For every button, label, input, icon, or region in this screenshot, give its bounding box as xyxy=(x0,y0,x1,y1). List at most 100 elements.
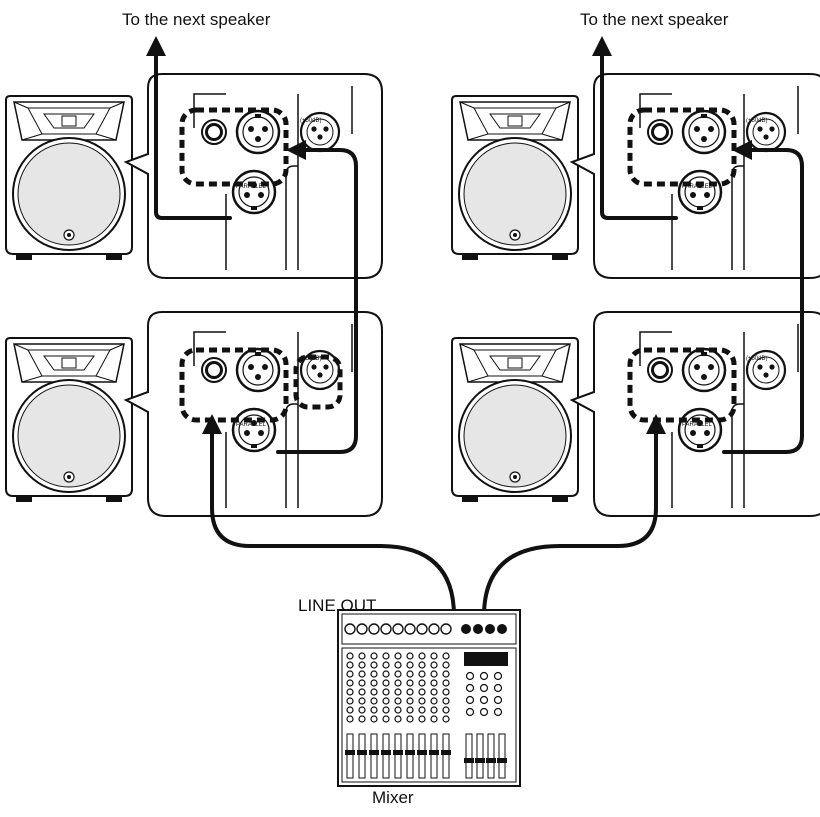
mixer-master-fader-cap xyxy=(475,758,485,763)
mixer-input-jack xyxy=(356,623,368,635)
mixer-fader-cap xyxy=(441,750,451,755)
mixer-knob xyxy=(406,652,414,660)
mixer-knob xyxy=(394,715,402,723)
cable-parallel-to-input-left xyxy=(276,140,358,454)
mixer-knob xyxy=(382,688,390,696)
mixer-knob xyxy=(346,661,354,669)
mixer xyxy=(337,609,521,787)
mixer-knob xyxy=(418,652,426,660)
mixer-fader-track xyxy=(358,733,366,779)
mixer-fader-cap xyxy=(393,750,403,755)
mixer-knob xyxy=(382,661,390,669)
speaker-top-left xyxy=(5,95,133,261)
mixer-master-fader-track xyxy=(465,733,473,779)
mic-highlight-bottom-left xyxy=(293,354,343,410)
mixer-knob xyxy=(430,670,438,678)
cable-mixer-to-right xyxy=(482,414,666,618)
mixer-knob xyxy=(430,697,438,705)
mixer-knob xyxy=(430,652,438,660)
mixer-knob xyxy=(346,670,354,678)
mixer-knob xyxy=(358,688,366,696)
input-highlight-bottom-right xyxy=(627,347,737,423)
mixer-master-knob xyxy=(479,707,489,717)
mixer-knob xyxy=(418,706,426,714)
mixer-knob xyxy=(430,706,438,714)
mixer-knob xyxy=(358,679,366,687)
mixer-knob xyxy=(442,697,450,705)
level-label: (+50dB) xyxy=(746,356,768,362)
mixer-knob xyxy=(406,661,414,669)
mixer-knob xyxy=(406,679,414,687)
mixer-master-fader-track xyxy=(476,733,484,779)
mixer-input-jack xyxy=(416,623,428,635)
mixer-knob xyxy=(382,652,390,660)
mixer-master-fader-track xyxy=(487,733,495,779)
mixer-knob xyxy=(430,688,438,696)
mixer-knob xyxy=(442,715,450,723)
cable-mixer-to-left xyxy=(202,414,456,618)
mixer-knob xyxy=(382,670,390,678)
mixer-knob xyxy=(358,652,366,660)
mixer-knob xyxy=(370,706,378,714)
level-label: (+50dB) xyxy=(746,118,768,124)
mixer-master-knob xyxy=(465,707,475,717)
level-label: (+50dB) xyxy=(300,118,322,124)
rear-panel-bottom-left xyxy=(124,310,384,518)
mixer-fader-track xyxy=(382,733,390,779)
mixer-input-jack xyxy=(404,623,416,635)
mixer-fader-cap xyxy=(429,750,439,755)
mixer-knob xyxy=(406,670,414,678)
mixer-master-fader-cap xyxy=(464,758,474,763)
input-highlight-bottom-left xyxy=(179,347,289,423)
mixer-knob xyxy=(394,652,402,660)
mixer-knob xyxy=(358,670,366,678)
mixer-output-jack xyxy=(461,624,471,634)
line-out-label: LINE OUT xyxy=(298,596,377,615)
mixer-output-jack xyxy=(473,624,483,634)
mixer-fader-track xyxy=(442,733,450,779)
mixer-knob xyxy=(418,661,426,669)
mixer-input-jack xyxy=(344,623,356,635)
mixer-fader-track xyxy=(394,733,402,779)
mixer-input-jack xyxy=(428,623,440,635)
mixer-knob xyxy=(346,697,354,705)
mixer-knob xyxy=(418,688,426,696)
mixer-knob xyxy=(406,706,414,714)
mixer-fader-track xyxy=(406,733,414,779)
mixer-knob xyxy=(346,679,354,687)
rear-panel-bottom-right xyxy=(570,310,820,518)
mixer-fader-cap xyxy=(405,750,415,755)
mixer-knob xyxy=(346,652,354,660)
mixer-knob xyxy=(382,697,390,705)
mixer-fader-cap xyxy=(417,750,427,755)
cable-to-next-speaker-left xyxy=(146,36,232,220)
mixer-knob xyxy=(430,715,438,723)
mixer-input-jack xyxy=(368,623,380,635)
mixer-master-knob xyxy=(465,683,475,693)
mixer-master-knob xyxy=(493,695,503,705)
mixer-master-knob xyxy=(479,695,489,705)
mixer-knob xyxy=(358,697,366,705)
cable-parallel-to-input-right xyxy=(722,140,804,454)
next-speaker-label-left: To the next speaker xyxy=(122,10,271,29)
mixer-output-jack xyxy=(497,624,507,634)
mixer-knob xyxy=(418,715,426,723)
rear-panel-top-right xyxy=(570,72,820,280)
mixer-knob xyxy=(394,706,402,714)
mixer-knob xyxy=(370,715,378,723)
mixer-knob xyxy=(370,661,378,669)
mixer-controls xyxy=(344,623,508,779)
mixer-label: Mixer xyxy=(372,788,414,807)
mixer-knob xyxy=(346,706,354,714)
mixer-master-fader-cap xyxy=(486,758,496,763)
cable-to-next-speaker-right xyxy=(592,36,678,220)
mixer-knob xyxy=(382,706,390,714)
mixer-knob xyxy=(370,688,378,696)
mixer-fader-cap xyxy=(345,750,355,755)
mixer-knob xyxy=(394,670,402,678)
mixer-knob xyxy=(406,697,414,705)
mixer-master-knob xyxy=(493,707,503,717)
mixer-master-knob xyxy=(465,671,475,681)
parallel-label: PARALLEL xyxy=(682,422,713,428)
mixer-knob xyxy=(430,679,438,687)
